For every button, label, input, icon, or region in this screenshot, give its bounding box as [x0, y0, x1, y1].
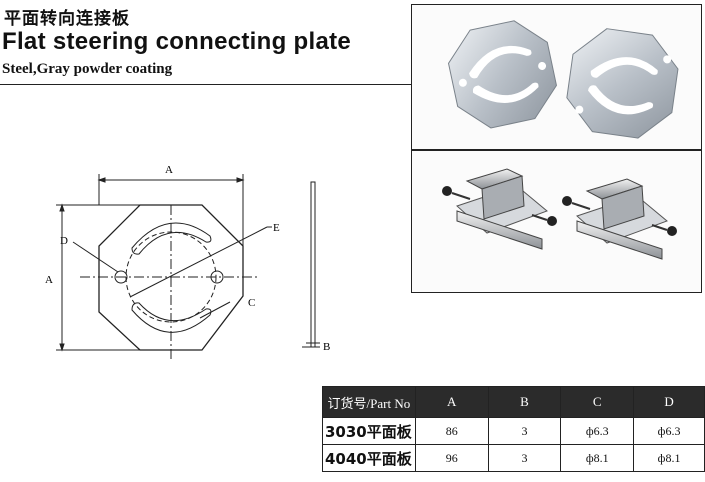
- cell-b: 3: [487, 444, 562, 472]
- spec-table: 订货号/Part No A B C D 3030平面板 86 3 ф6.3 ф6…: [322, 386, 705, 472]
- table-header-row: 订货号/Part No A B C D: [322, 386, 705, 418]
- title-english: Flat steering connecting plate: [2, 28, 352, 55]
- cell-c: ф6.3: [560, 417, 635, 445]
- plate-outline: [98, 204, 244, 351]
- title-chinese: 平面转向连接板: [4, 9, 130, 29]
- table-row: 4040平面板 96 3 ф8.1 ф8.1: [322, 444, 705, 472]
- label-a-left: A: [45, 274, 53, 286]
- col-header-a: A: [414, 386, 489, 418]
- plates-with-profiles-photo: [411, 150, 702, 293]
- header-rule: [0, 84, 411, 85]
- side-view-plate: [310, 181, 316, 348]
- cell-a: 96: [414, 444, 489, 472]
- plate-right: [566, 28, 679, 139]
- table-row: 3030平面板 86 3 ф6.3 ф6.3: [322, 417, 705, 445]
- label-b: B: [323, 341, 330, 353]
- label-a-top: A: [165, 164, 173, 176]
- assembly-right: [562, 178, 677, 260]
- cell-d: ф8.1: [633, 444, 705, 472]
- label-c: C: [248, 297, 255, 309]
- cell-b: 3: [487, 417, 562, 445]
- cell-d: ф6.3: [633, 417, 705, 445]
- slot-top: [131, 222, 212, 255]
- col-header-d: D: [633, 386, 705, 418]
- cell-part-no: 3030平面板: [322, 417, 416, 445]
- assembly-left: [442, 168, 557, 250]
- label-d: D: [60, 235, 68, 247]
- col-header-part-no: 订货号/Part No: [322, 386, 416, 418]
- slot-bottom: [131, 302, 212, 333]
- col-header-c: C: [560, 386, 635, 418]
- cell-a: 86: [414, 417, 489, 445]
- cell-c: ф8.1: [560, 444, 635, 472]
- col-header-b: B: [487, 386, 562, 418]
- plate-left: [447, 20, 557, 129]
- cell-part-no: 4040平面板: [322, 444, 416, 472]
- hole-left: [114, 270, 128, 284]
- label-e: E: [273, 222, 280, 234]
- steel-plates-photo: [411, 4, 702, 150]
- material-subtitle: Steel,Gray powder coating: [2, 61, 173, 77]
- technical-drawing: A A D E C B: [45, 164, 330, 360]
